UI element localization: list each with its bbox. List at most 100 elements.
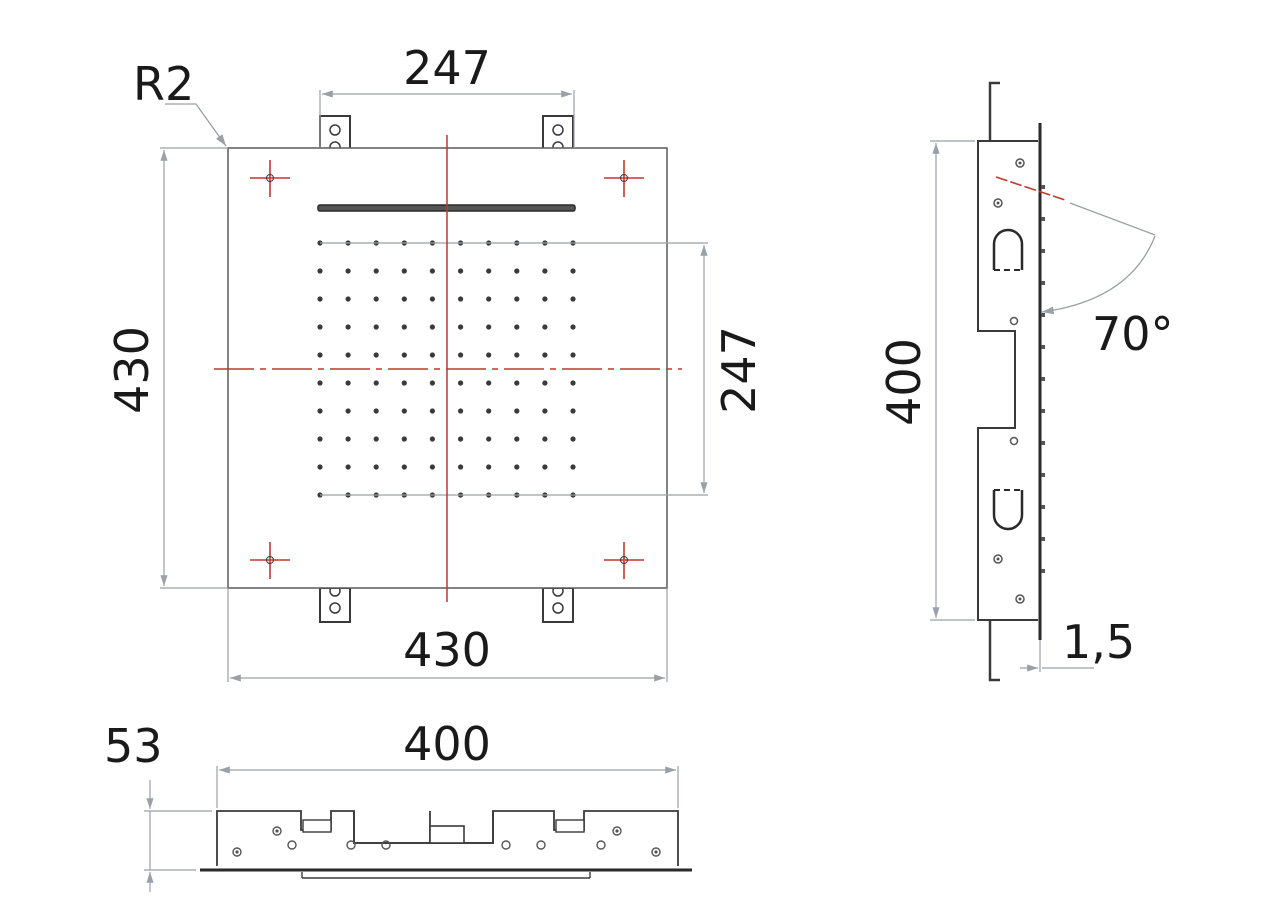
nozzle-dot xyxy=(345,352,351,358)
nozzle-dot xyxy=(401,352,407,358)
nozzle-dot xyxy=(401,268,407,274)
nozzle-dot xyxy=(458,268,464,274)
dim-side-height: 400 xyxy=(877,338,931,426)
nozzle-dot xyxy=(345,324,351,330)
nozzle-dot xyxy=(345,436,351,442)
nozzle-dot xyxy=(486,268,492,274)
dim-thickness: 1,5 xyxy=(1062,615,1135,669)
nozzle-dot xyxy=(401,408,407,414)
nozzle-dot xyxy=(317,268,323,274)
nozzle-dot xyxy=(514,380,520,386)
nozzle-dot xyxy=(345,408,351,414)
nozzle-dot xyxy=(401,324,407,330)
nozzle-dot xyxy=(542,296,548,302)
corner-crosshair-icon xyxy=(604,160,644,197)
nozzle-dot xyxy=(570,324,576,330)
side-view: 70° 400 1,5 xyxy=(877,81,1174,682)
dim-top-width: 247 xyxy=(403,41,491,95)
nozzle-dot xyxy=(570,268,576,274)
nozzle-dot xyxy=(345,296,351,302)
nozzle-dot xyxy=(514,352,520,358)
dim-bottom-view-height: 53 xyxy=(104,719,163,773)
nozzle-dot xyxy=(514,268,520,274)
nozzle-dot xyxy=(570,436,576,442)
nozzle-dot xyxy=(317,464,323,470)
nozzle-dot xyxy=(401,464,407,470)
nozzle-dot xyxy=(373,436,379,442)
nozzle-dot xyxy=(514,464,520,470)
corner-crosshair-icon xyxy=(604,542,644,579)
nozzle-dot xyxy=(486,436,492,442)
nozzle-dot xyxy=(429,436,435,442)
nozzle-dot xyxy=(429,464,435,470)
nozzle-dot xyxy=(345,464,351,470)
nozzle-dot xyxy=(486,352,492,358)
nozzle-dot xyxy=(570,464,576,470)
nozzle-dot xyxy=(514,408,520,414)
dim-bottom-width: 430 xyxy=(403,623,491,677)
nozzle-dot xyxy=(542,408,548,414)
nozzle-dot xyxy=(486,324,492,330)
nozzle-dot xyxy=(514,324,520,330)
nozzle-dot xyxy=(458,324,464,330)
corner-crosshair-icon xyxy=(250,542,290,579)
nozzle-dot xyxy=(542,268,548,274)
nozzle-dot xyxy=(570,296,576,302)
nozzle-dot xyxy=(401,296,407,302)
dim-left-height: 430 xyxy=(105,326,159,414)
nozzle-dot xyxy=(458,296,464,302)
front-view: 247 R2 430 247 430 xyxy=(105,41,766,682)
nozzle-dot xyxy=(345,268,351,274)
nozzle-grid xyxy=(317,240,576,498)
bottom-view: 400 53 xyxy=(104,717,692,892)
mounting-tab-top-left xyxy=(319,115,351,151)
slot-upper xyxy=(992,228,1024,270)
nozzle-dot xyxy=(429,352,435,358)
nozzle-dot xyxy=(542,436,548,442)
slot-lower xyxy=(992,490,1024,531)
nozzle-dot xyxy=(429,324,435,330)
nozzle-dot xyxy=(458,436,464,442)
corner-crosshair-icon xyxy=(250,160,290,197)
nozzle-dot xyxy=(570,408,576,414)
nozzle-dot xyxy=(542,324,548,330)
nozzle-dot xyxy=(373,380,379,386)
nozzle-dot xyxy=(429,268,435,274)
nozzle-dot xyxy=(458,408,464,414)
nozzle-dot xyxy=(542,352,548,358)
nozzle-dot xyxy=(429,408,435,414)
nozzle-dot xyxy=(486,296,492,302)
mounting-tab-top-right xyxy=(542,115,574,151)
nozzle-dot xyxy=(317,380,323,386)
nozzle-dot xyxy=(486,408,492,414)
nozzle-dot xyxy=(317,408,323,414)
nozzle-dot xyxy=(458,352,464,358)
nozzle-dot xyxy=(458,464,464,470)
nozzle-dot xyxy=(486,380,492,386)
nozzle-dot xyxy=(401,436,407,442)
nozzle-dot xyxy=(317,436,323,442)
nozzle-dot xyxy=(514,436,520,442)
nozzle-dot xyxy=(486,464,492,470)
mounting-tab-bottom-left xyxy=(319,587,351,623)
nozzle-dot xyxy=(317,352,323,358)
dim-grid-height: 247 xyxy=(712,326,766,414)
nozzle-dot xyxy=(317,324,323,330)
dim-bottom-view-width: 400 xyxy=(403,717,491,771)
nozzle-dot xyxy=(570,352,576,358)
nozzle-dot xyxy=(373,408,379,414)
dim-corner-radius: R2 xyxy=(133,57,194,111)
nozzle-dot xyxy=(429,296,435,302)
nozzle-dot xyxy=(373,268,379,274)
nozzle-dot xyxy=(373,352,379,358)
nozzle-dot xyxy=(373,324,379,330)
nozzle-dot xyxy=(542,464,548,470)
mounting-tab-bottom-right xyxy=(542,587,574,623)
nozzle-dot xyxy=(373,464,379,470)
nozzle-dot xyxy=(401,380,407,386)
nozzle-dot xyxy=(570,380,576,386)
nozzle-dot xyxy=(429,380,435,386)
nozzle-dot xyxy=(345,380,351,386)
nozzle-dot xyxy=(542,380,548,386)
